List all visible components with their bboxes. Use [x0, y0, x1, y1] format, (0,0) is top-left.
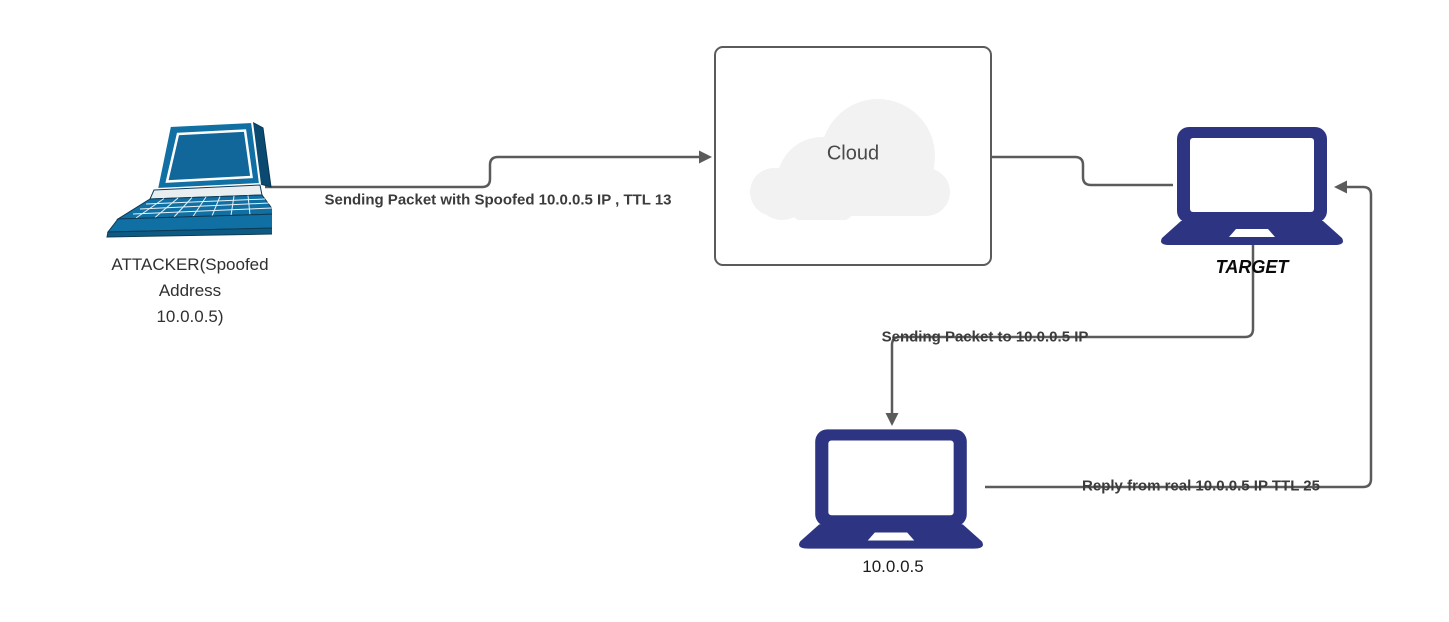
real-host-laptop-icon [799, 429, 983, 549]
attacker-node-label: ATTACKER(Spoofed Address 10.0.0.5) [111, 252, 268, 330]
attacker-label-line1: ATTACKER(Spoofed [111, 255, 269, 274]
arrowhead-into-real-host [885, 413, 899, 426]
cloud-node-label: Cloud [826, 142, 880, 165]
edge-real-to-target[interactable] [985, 185, 1373, 489]
attacker-laptop-icon [106, 120, 272, 238]
attacker-label-line2: Address [158, 281, 222, 300]
edge-label-real-to-target: Reply from real 10.0.0.5 IP TTL 25 [1082, 477, 1320, 495]
cloud-icon [750, 99, 950, 220]
edge-label-attacker-to-cloud: Sending Packet with Spoofed 10.0.0.5 IP … [324, 191, 672, 209]
arrowhead-into-cloud [699, 150, 712, 164]
target-laptop-icon [1161, 127, 1343, 245]
edge-cloud-to-target[interactable] [992, 155, 1173, 187]
target-node-label: TARGET [1215, 257, 1289, 277]
target-node[interactable] [1157, 127, 1347, 247]
attacker-label-line3: 10.0.0.5) [156, 307, 224, 326]
real-host-node[interactable] [795, 427, 987, 553]
real-host-node-label: 10.0.0.5 [862, 557, 924, 576]
arrowhead-into-target [1334, 180, 1347, 194]
edge-attacker-to-cloud[interactable] [265, 155, 700, 189]
attacker-node[interactable] [100, 113, 272, 240]
cloud-node[interactable]: Cloud [714, 46, 992, 266]
edge-label-target-to-real: Sending Packet to 10.0.0.5 IP [881, 328, 1089, 346]
edge-target-to-real[interactable] [890, 244, 1255, 413]
